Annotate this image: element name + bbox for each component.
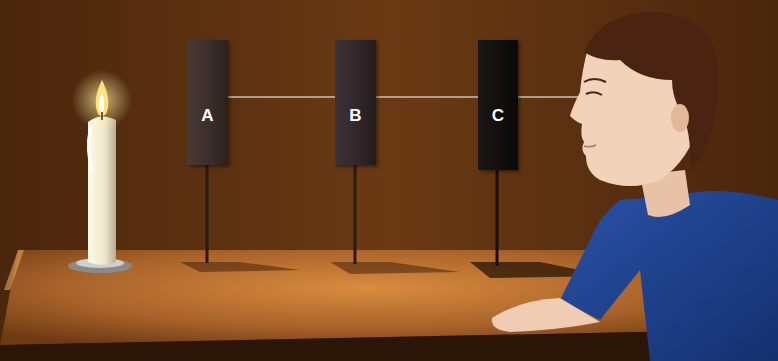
wick [101,112,103,120]
card-letter: B [335,40,376,126]
shadow [330,262,460,274]
eyebrow [584,79,606,82]
stand-pole [496,165,499,266]
hand [492,298,600,332]
eye [586,92,602,95]
cardboard-screen: A [187,40,228,165]
card-letter: A [187,40,228,126]
hair [584,12,718,170]
sight-line [518,96,580,98]
candle [88,116,116,265]
shirt [560,191,778,361]
flame-glow [72,70,132,130]
stand-pole [206,160,209,263]
table-edge [0,330,740,361]
table-corner [4,250,24,290]
card-letter: C [478,40,518,126]
cardboard-screen: C [478,40,518,170]
shadow [180,262,300,272]
flame-core [99,92,104,112]
wax-drip [88,130,92,170]
sight-line [228,96,335,98]
mouth [584,145,596,147]
cardboard-screen: B [335,40,376,165]
candle-flame [96,80,109,116]
sight-line [376,96,478,98]
stand-pole [354,160,357,264]
ear [671,104,689,132]
